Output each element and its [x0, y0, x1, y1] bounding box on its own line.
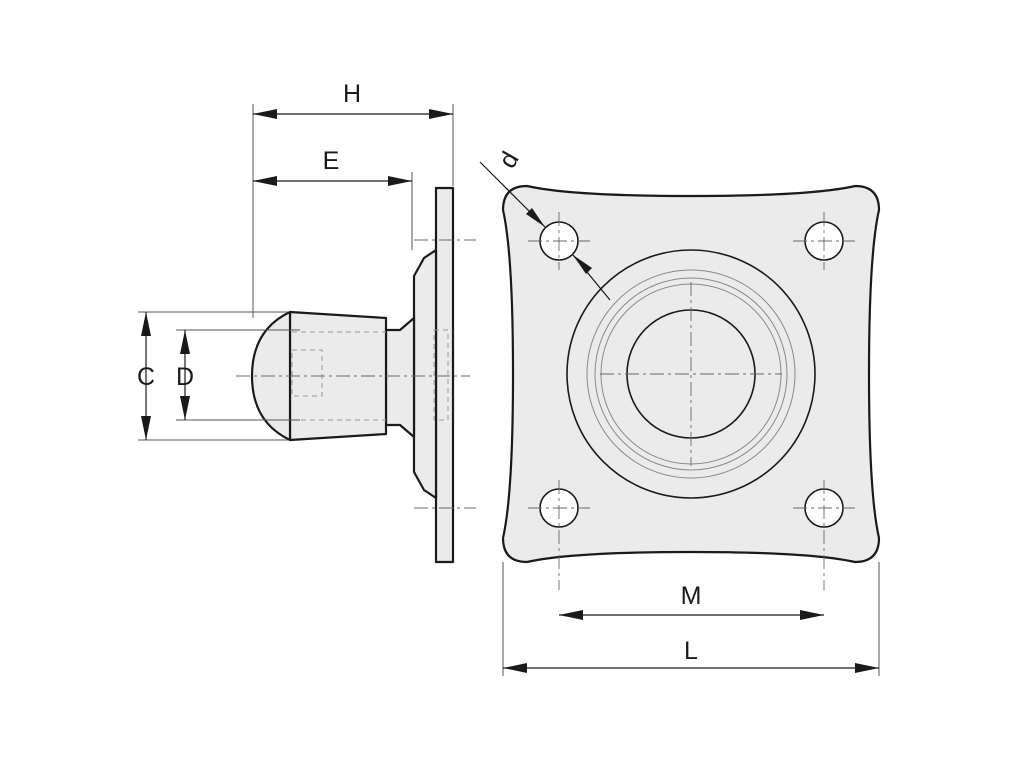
label-H: H [343, 80, 361, 108]
hidden-plate-hole [433, 329, 449, 421]
dimension-L: L [503, 637, 879, 673]
side-mounting-plate [434, 186, 455, 564]
side-flange-boss [412, 248, 438, 500]
front-boss-outer [566, 249, 816, 499]
front-ring-2 [594, 277, 788, 471]
label-D: D [176, 363, 194, 391]
dimension-H: H [253, 80, 453, 119]
hidden-screw [291, 349, 323, 397]
label-C: C [137, 363, 155, 391]
front-view [501, 184, 881, 590]
extension-lines [138, 104, 880, 676]
front-ring-1 [586, 269, 796, 479]
dimension-C: C [137, 312, 155, 440]
label-E: E [323, 147, 340, 175]
label-M: M [681, 582, 702, 610]
label-L: L [684, 637, 698, 665]
dimension-M: M [559, 582, 824, 620]
label-d: d [493, 147, 524, 173]
side-view [236, 186, 476, 564]
dimension-E: E [253, 147, 412, 186]
side-neck [384, 316, 416, 439]
front-flange-plate [501, 184, 881, 564]
dimension-D: D [176, 330, 194, 420]
